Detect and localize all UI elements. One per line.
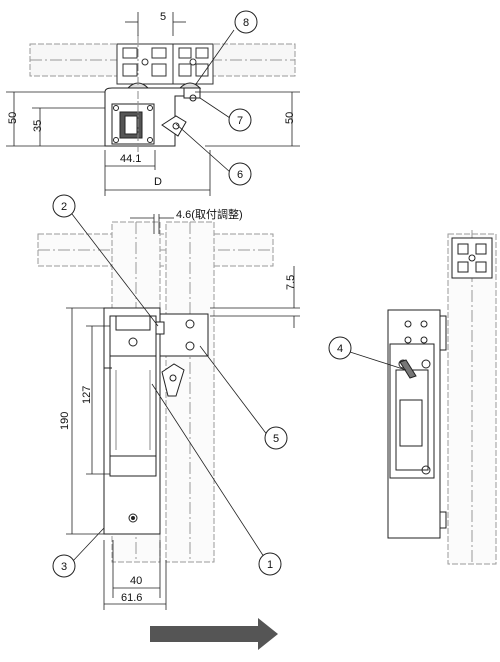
dim-left-inner-height: 35 bbox=[32, 120, 44, 132]
svg-text:7: 7 bbox=[237, 115, 243, 127]
callout-leaders bbox=[71, 29, 407, 563]
svg-text:6: 6 bbox=[237, 169, 243, 181]
callout-7: 7 bbox=[228, 108, 252, 132]
dim-bottom-width-616: 61.6 bbox=[121, 592, 142, 604]
dim-inner-height: 127 bbox=[81, 386, 93, 404]
svg-text:3: 3 bbox=[61, 561, 67, 573]
dim-bracket-width: 44.1 bbox=[120, 153, 141, 165]
callout-3: 3 bbox=[52, 554, 76, 578]
svg-text:5: 5 bbox=[273, 433, 279, 445]
svg-text:1: 1 bbox=[267, 559, 273, 571]
dim-total-height: 190 bbox=[59, 412, 71, 430]
dim-adjust-offset: 4.6(取付調整) bbox=[176, 207, 243, 221]
svg-text:8: 8 bbox=[243, 17, 249, 29]
front-view bbox=[37, 221, 274, 563]
svg-text:4: 4 bbox=[337, 343, 343, 355]
callout-2: 2 bbox=[52, 194, 76, 218]
dim-top-gap: 5 bbox=[160, 11, 166, 23]
dim-left-outer-height: 50 bbox=[7, 112, 19, 124]
callout-1: 1 bbox=[258, 552, 282, 576]
extrusion-profile-right bbox=[172, 43, 214, 85]
callout-5: 5 bbox=[264, 426, 288, 450]
extrusion-profile-left bbox=[116, 43, 174, 85]
side-view bbox=[387, 230, 497, 565]
dim-bottom-width-40: 40 bbox=[130, 575, 142, 587]
right-arrow-icon bbox=[150, 618, 278, 650]
dim-overall-width: D bbox=[154, 176, 162, 188]
callout-4: 4 bbox=[328, 336, 352, 360]
dim-vertical-offset: 7.5 bbox=[285, 275, 297, 290]
dim-right-height: 50 bbox=[284, 112, 296, 124]
top-view bbox=[29, 35, 296, 152]
front-view-dimensions bbox=[66, 214, 300, 610]
callout-6: 6 bbox=[228, 162, 252, 186]
svg-text:2: 2 bbox=[61, 201, 67, 213]
callout-8: 8 bbox=[234, 10, 258, 34]
top-view-dimensions bbox=[6, 12, 300, 196]
